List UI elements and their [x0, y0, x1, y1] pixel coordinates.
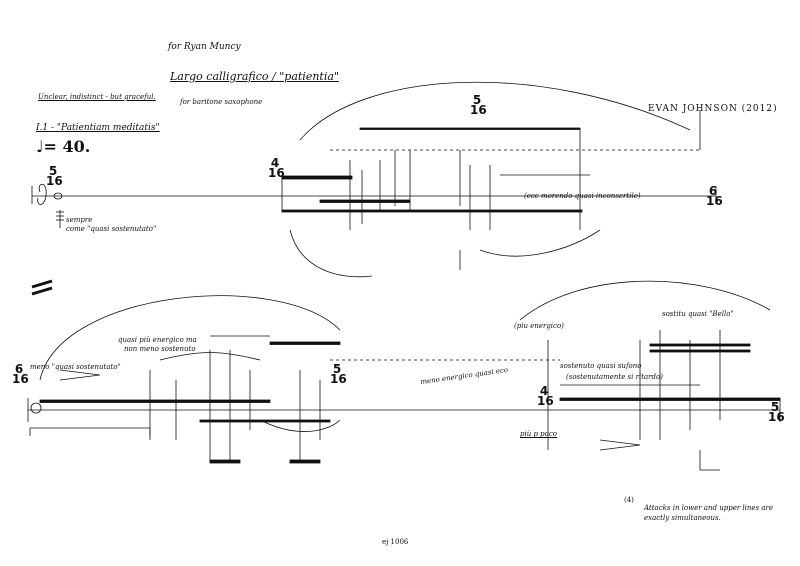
- time-sig-top: 5: [770, 400, 780, 414]
- piece-title: Largo calligrafico / "patientia": [170, 70, 339, 83]
- time-sig-mid2-2: 4 16: [537, 384, 554, 408]
- text-subito: sostitu quasi "Bello": [662, 310, 734, 318]
- time-sig-bottom: 16: [706, 194, 723, 208]
- time-sig-end-2: 5 16: [768, 400, 785, 424]
- time-sig-upper-1: 5 16: [470, 93, 487, 117]
- legend-come: come "quasi sostenutato": [66, 225, 157, 233]
- time-sig-top: 5: [332, 362, 342, 376]
- text-sostenuto: sostenuto quasi sufono: [560, 362, 642, 370]
- text-piu-energico: (piu energico): [514, 322, 564, 330]
- time-sig-start-2: 6 16: [12, 362, 29, 386]
- composer-credit: EVAN JOHNSON (2012): [648, 104, 778, 114]
- time-sig-bottom: 16: [470, 103, 487, 117]
- text-tact: (sostenutamente si ritardo): [566, 373, 663, 381]
- text-non-meno: non meno sostenuto: [124, 345, 196, 353]
- slur-lower-1: [289, 229, 373, 278]
- legend-sempre: sempre: [66, 216, 93, 224]
- instrumentation: for baritone saxophone: [180, 98, 263, 106]
- section-heading: I.1 - "Patientiam meditatis": [36, 123, 160, 133]
- metronome-marking: ♩= 40.: [36, 137, 91, 156]
- character-marking: Unclear, indistinct - but graceful.: [38, 93, 156, 101]
- footnote-line-2: exactly simultaneous.: [644, 514, 721, 522]
- time-sig-top: 6: [14, 362, 24, 376]
- time-sig-top: 4: [270, 156, 280, 170]
- time-sig-bottom: 16: [768, 410, 785, 424]
- slur-upper-2: [39, 295, 341, 381]
- page-id: ej 1006: [382, 538, 409, 546]
- time-sig-top: 5: [472, 93, 482, 107]
- slur-upper-1: [299, 81, 691, 141]
- time-sig-mid-2: 5 16: [330, 362, 347, 386]
- time-sig-top: 6: [708, 184, 718, 198]
- time-sig-mid-1: 4 16: [268, 156, 285, 180]
- slur-lower-1b: [479, 229, 601, 257]
- time-sig-start-1: 5 16: [46, 164, 63, 188]
- time-sig-bottom: 16: [12, 372, 29, 386]
- dedication: for Ryan Muncy: [168, 42, 241, 52]
- slur-upper-2b: [519, 280, 771, 321]
- time-sig-bottom: 16: [537, 394, 554, 408]
- time-sig-top: 5: [48, 164, 58, 178]
- text-meno-quasi: meno "quasi sostenutato": [30, 363, 121, 371]
- time-sig-bottom: 16: [330, 372, 347, 386]
- text-quasi-piu: quasi più energico ma: [118, 336, 197, 344]
- time-sig-bottom: 16: [46, 174, 63, 188]
- time-sig-top: 4: [539, 384, 549, 398]
- footnote-marker: (4): [624, 496, 634, 504]
- time-sig-bottom: 16: [268, 166, 285, 180]
- footnote-line-1: Attacks in lower and upper lines are: [644, 504, 774, 512]
- text-poco: più p poco: [520, 430, 557, 438]
- time-sig-end-1: 6 16: [706, 184, 723, 208]
